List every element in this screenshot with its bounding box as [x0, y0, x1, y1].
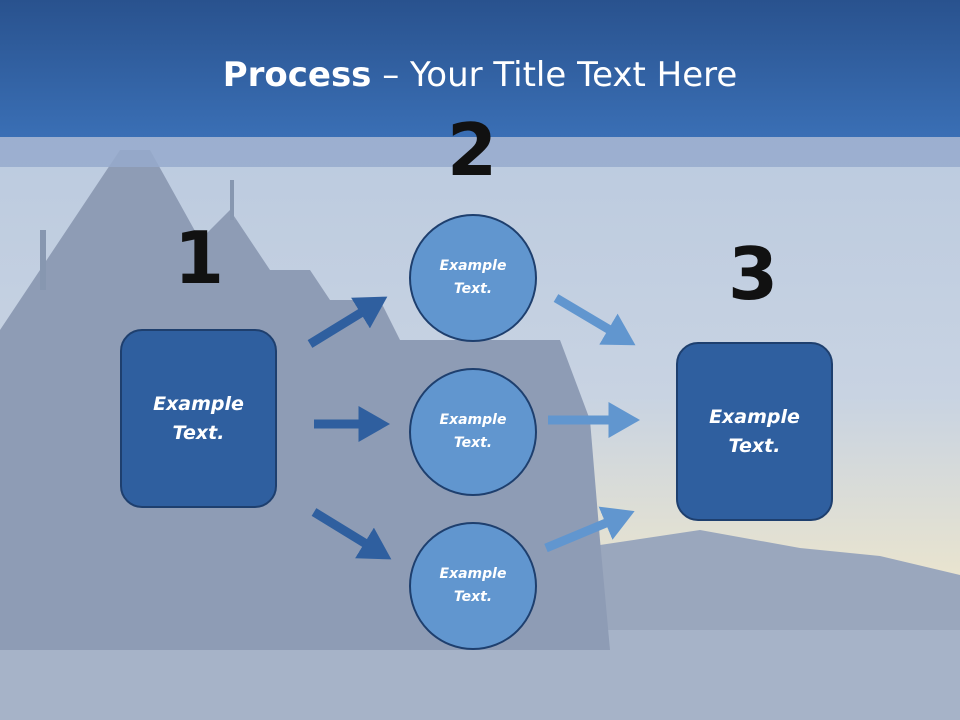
title-header-band [0, 0, 960, 137]
step-1-box[interactable]: Example Text. [120, 329, 277, 508]
arrow-1-to-2-top [307, 296, 388, 348]
step-1-box-label: Example Text. [153, 392, 244, 444]
circle-middle-label: Example Text. [439, 412, 507, 451]
arrow-2-to-3-bottom [544, 506, 635, 553]
circle-top-label: Example Text. [439, 258, 507, 297]
step-2-circle-top[interactable]: Example Text. [409, 214, 537, 342]
arrow-2-to-3-top [553, 294, 636, 346]
step-2-circle-bottom[interactable]: Example Text. [409, 522, 537, 650]
step-3-box[interactable]: Example Text. [676, 342, 833, 521]
step-2-circle-middle[interactable]: Example Text. [409, 368, 537, 496]
step-number-1: 1 [173, 216, 225, 300]
step-number-2: 2 [446, 108, 498, 192]
slide-title: Process – Your Title Text Here [0, 52, 960, 98]
step-3-box-label: Example Text. [709, 405, 800, 457]
header-strip [0, 137, 960, 167]
circle-bottom-label: Example Text. [439, 566, 507, 605]
step-number-3: 3 [727, 232, 779, 316]
title-bold: Process [222, 55, 372, 95]
arrow-1-to-2-bottom [311, 508, 392, 560]
title-rest: – Your Title Text Here [371, 55, 738, 95]
